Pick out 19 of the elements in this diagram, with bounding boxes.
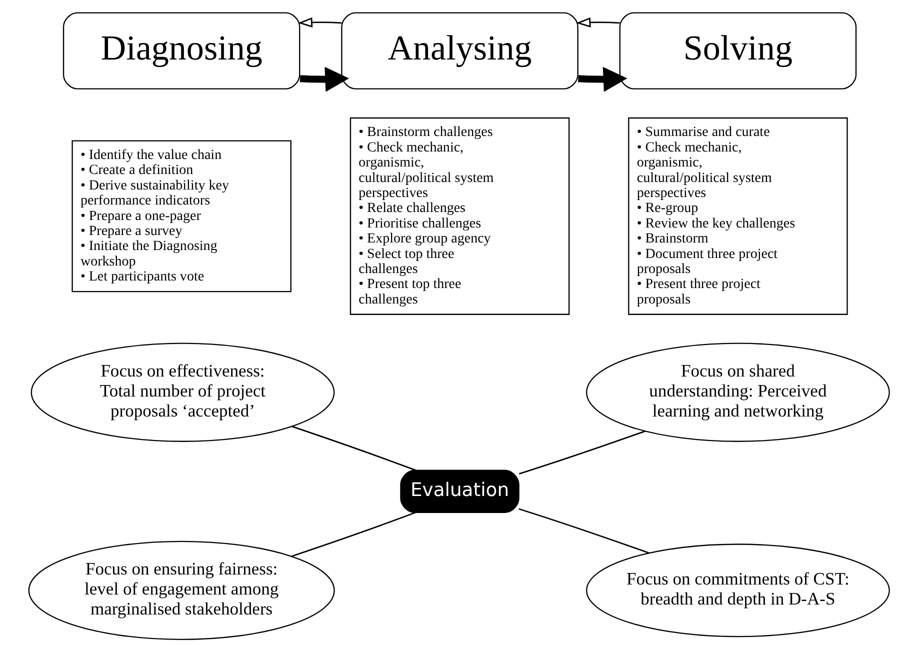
arrow bbox=[297, 17, 342, 28]
connector bbox=[518, 508, 649, 554]
node-box: Diagnosing bbox=[62, 12, 300, 90]
connector bbox=[290, 426, 416, 471]
node-ellipse: Focus on shared understanding: Perceived learning and networking bbox=[586, 342, 890, 442]
arrow bbox=[578, 66, 627, 92]
node-box: • Brainstorm challenges • Check mechanic, organismic, cultural/political system perspectives • Relate challenges • Prioritise challenges • Explore group agency • Select top three challenges • Present top three challenges bbox=[349, 117, 570, 315]
node-box: • Summarise and curate • Check mechanic, organismic, cultural/political system perspectives • Re-group • Review the key challenges • Brainstorm • Document three project proposals • Present three project proposals bbox=[628, 117, 848, 315]
connector bbox=[290, 512, 416, 557]
connector bbox=[518, 430, 646, 474]
node-ellipse: Focus on commitments of CST: breadth and depth in D-A-S bbox=[586, 544, 890, 638]
node-box: • Identify the value chain • Create a definition • Derive sustainability key performance indicators • Prepare a one-pager • Prepare a survey • Initiate the Diagnosing workshop • Let participants vote bbox=[71, 140, 291, 292]
node-box: Evaluation bbox=[400, 470, 519, 514]
node-ellipse: Focus on effectiveness: Total number of project proposals ‘accepted’ bbox=[30, 342, 334, 442]
arrow bbox=[576, 17, 620, 28]
node-ellipse: Focus on ensuring fairness: level of engagement among marginalised stakeholders bbox=[28, 540, 334, 640]
node-box: Solving bbox=[618, 12, 856, 90]
arrow bbox=[299, 66, 349, 92]
node-box: Analysing bbox=[340, 12, 578, 90]
